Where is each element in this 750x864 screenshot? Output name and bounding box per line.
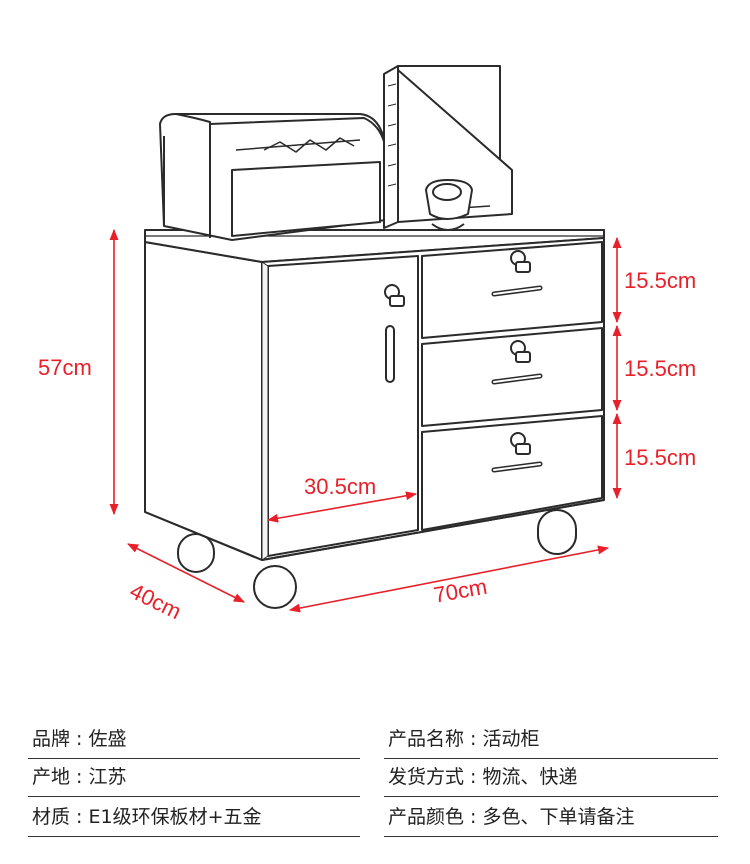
depth-dim-line [126,543,246,603]
caster-front-right [537,509,577,555]
spec-value: 多色、下单请备注 [482,806,635,828]
divider [384,758,718,759]
drawer-2 [421,327,603,427]
drawer2-label: 15.5cm [624,356,697,381]
spec-label: 产品颜色 [388,806,465,828]
spec-label: 产品名称 [388,728,465,750]
spec-label: 发货方式 [388,766,465,788]
spec-table: 品牌 : 佐盛 产品名称 : 活动柜 产地 : 江苏 发货方式 : 物流、快递 … [0,712,750,864]
spec-label: 材质 [32,806,71,828]
width-dim-line [288,545,610,613]
tape-dispenser [425,179,473,231]
drawer-lock-icon [510,250,531,273]
divider [384,836,718,837]
divider [384,796,718,797]
drawer-lock-icon [510,432,531,455]
spec-origin: 产地 : 江苏 [32,766,127,788]
cabinet-drawing [109,65,622,613]
spec-value: 佐盛 [88,728,127,750]
height-label: 57cm [38,355,92,380]
spec-value: 江苏 [88,766,127,788]
printer [159,113,387,241]
door-handle [385,325,395,383]
spec-brand: 品牌 : 佐盛 [32,728,127,750]
divider [28,836,360,837]
drawer1-label: 15.5cm [624,268,697,293]
caster-front [253,565,297,609]
door-width-label: 30.5cm [304,474,377,499]
cabinet-side [144,241,263,561]
spec-product-name: 产品名称 : 活动柜 [388,728,540,750]
caster-rear-left [177,533,215,573]
drawer-lock-icon [510,340,531,363]
door-width-dim-line [266,491,418,523]
door-inner [261,261,269,561]
drawer3-label: 15.5cm [624,445,697,470]
spec-shipping: 发货方式 : 物流、快递 [388,766,578,788]
spec-label: 产地 [32,766,71,788]
spec-material: 材质 : E1级环保板材+五金 [32,806,262,828]
spec-value: 物流、快递 [482,766,578,788]
spec-color: 产品颜色 : 多色、下单请备注 [388,806,635,828]
spec-value: E1级环保板材+五金 [88,806,262,828]
divider [28,796,360,797]
spec-label: 品牌 [32,728,71,750]
drawer-3 [421,415,603,531]
divider [28,758,360,759]
spec-value: 活动柜 [482,728,540,750]
dimension-lines [109,228,622,613]
cabinet [144,229,605,609]
file-holder [383,65,513,231]
